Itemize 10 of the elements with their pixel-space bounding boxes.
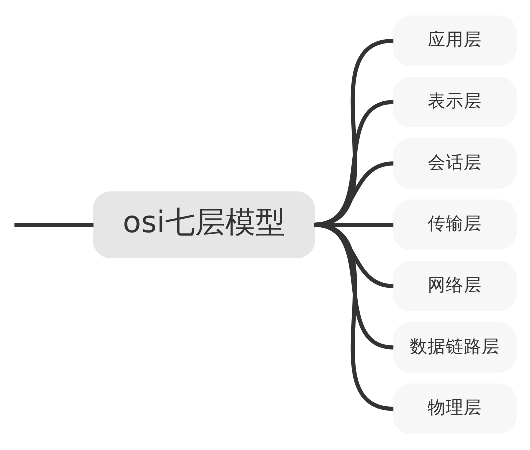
node-box: 应用层 [392, 16, 517, 66]
connector [14, 222, 94, 228]
node-box: osi七层模型 [93, 192, 316, 258]
node-box: 物理层 [392, 384, 517, 434]
connector [314, 223, 394, 412]
node-box: 数据链路层 [392, 322, 517, 373]
node-box: 表示层 [392, 77, 517, 128]
node-box: 传输层 [392, 200, 517, 250]
node-box: 会话层 [392, 138, 517, 189]
node-box: 网络层 [392, 261, 517, 312]
